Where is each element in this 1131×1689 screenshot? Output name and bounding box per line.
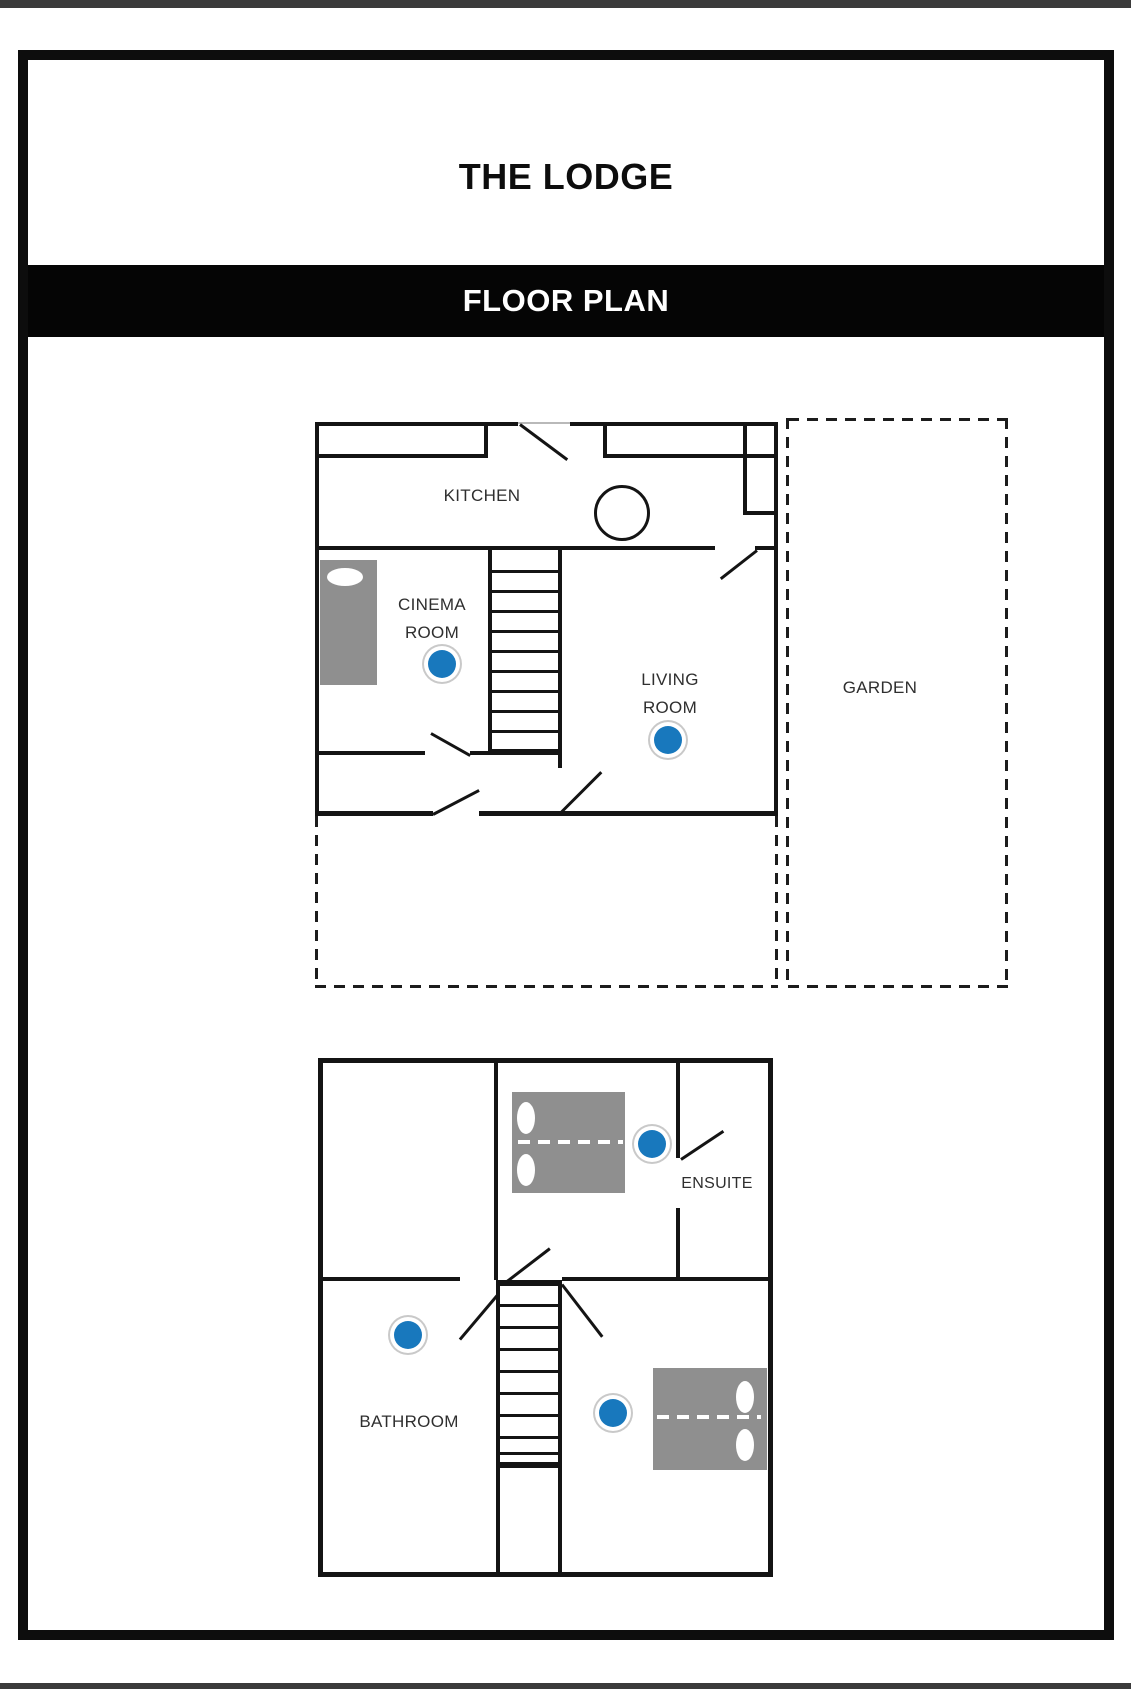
window-band-cap xyxy=(484,422,488,458)
stair-tread xyxy=(496,1280,562,1286)
stair-tread xyxy=(492,690,558,693)
stair-tread xyxy=(500,1414,558,1417)
wall-segment xyxy=(318,1058,323,1577)
stair-tread xyxy=(492,610,558,613)
top-chrome-strip xyxy=(0,0,1131,8)
wall-segment xyxy=(768,1058,773,1577)
extension-dashed-outline xyxy=(315,985,778,988)
wall-segment xyxy=(755,546,778,550)
stair-tread xyxy=(492,730,558,733)
wall-segment xyxy=(562,1277,773,1281)
garden-dashed-outline xyxy=(786,418,789,988)
garden-dashed-outline xyxy=(788,985,1008,988)
photo-marker-master-bedroom[interactable] xyxy=(638,1130,666,1158)
bed-pillow xyxy=(517,1102,535,1134)
bed-pillow xyxy=(736,1381,754,1413)
wall-segment xyxy=(315,751,425,755)
extension-dashed-outline xyxy=(775,816,778,988)
room-label-kitchen: KITCHEN xyxy=(443,486,521,505)
stair-tread xyxy=(492,650,558,653)
stair-tread xyxy=(492,590,558,593)
stair-tread xyxy=(492,710,558,713)
room-label-ensuite: ENSUITE xyxy=(681,1175,753,1192)
wall-segment xyxy=(315,422,518,426)
stair-tread xyxy=(500,1326,558,1329)
room-label-cinema: CINEMA ROOM xyxy=(398,595,466,642)
extension-dashed-outline xyxy=(315,816,318,988)
photo-marker-cinema-room[interactable] xyxy=(428,650,456,678)
stair-tread xyxy=(500,1392,558,1395)
bed-divider-line xyxy=(518,1140,623,1144)
photo-marker-bedroom-2[interactable] xyxy=(599,1399,627,1427)
window-band-cap xyxy=(603,422,607,458)
column-wall xyxy=(743,454,778,458)
stair-tread xyxy=(500,1452,558,1455)
wall-segment xyxy=(774,422,778,816)
stair-tread xyxy=(492,630,558,633)
photo-marker-bathroom[interactable] xyxy=(394,1321,422,1349)
door-threshold xyxy=(518,422,570,424)
stair-rail xyxy=(558,1280,562,1577)
window-band xyxy=(603,454,743,458)
cinema-sofa-cushion xyxy=(327,568,363,586)
garden-dashed-outline xyxy=(788,418,1008,421)
window-band xyxy=(315,454,488,458)
stair-tread xyxy=(500,1348,558,1351)
ensuite-wall xyxy=(676,1058,680,1158)
stair-tread xyxy=(500,1370,558,1373)
garden-dashed-outline xyxy=(1005,418,1008,988)
wall-segment xyxy=(494,1058,498,1280)
stair-tread xyxy=(492,570,558,573)
wall-segment xyxy=(470,751,490,755)
stair-rail xyxy=(558,548,562,768)
wall-segment xyxy=(318,1277,460,1281)
bed-pillow xyxy=(517,1154,535,1186)
stair-rail xyxy=(496,1280,500,1577)
stair-tread xyxy=(500,1436,558,1439)
floor-plan-banner: FLOOR PLAN xyxy=(28,265,1104,337)
wall-segment xyxy=(315,811,433,816)
stair-tread xyxy=(500,1304,558,1307)
column-wall xyxy=(743,422,747,515)
room-label-living: LIVING ROOM xyxy=(641,670,699,717)
room-label-bathroom: BATHROOM xyxy=(359,1412,459,1431)
bed-pillow xyxy=(736,1429,754,1461)
stair-rail xyxy=(488,548,492,754)
wall-segment xyxy=(315,546,715,550)
floor-plan-banner-label: FLOOR PLAN xyxy=(462,283,670,318)
stair-tread xyxy=(488,749,562,755)
wall-segment xyxy=(479,811,778,816)
stair-tread xyxy=(492,670,558,673)
page-title: THE LODGE xyxy=(458,156,674,197)
ensuite-wall xyxy=(676,1208,680,1280)
column-wall xyxy=(743,511,778,515)
room-label-garden: GARDEN xyxy=(842,678,918,697)
wall-segment xyxy=(318,1058,773,1063)
wall-segment xyxy=(315,422,319,816)
wall-segment xyxy=(318,1572,773,1577)
kitchen-table xyxy=(594,485,650,541)
stair-tread xyxy=(496,1462,562,1468)
wall-segment xyxy=(570,422,778,426)
bottom-chrome-strip xyxy=(0,1683,1131,1689)
photo-marker-living-room[interactable] xyxy=(654,726,682,754)
bed-divider-line xyxy=(657,1415,761,1419)
